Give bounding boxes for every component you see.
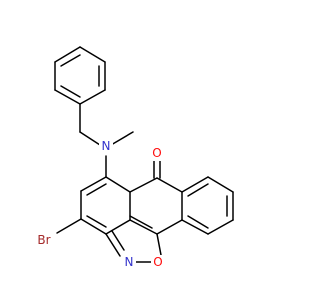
bond: [110, 131, 134, 146]
bond: [54, 89, 81, 105]
bond: [187, 215, 209, 229]
bond: [156, 219, 183, 235]
bond: [105, 219, 131, 235]
bond: [129, 177, 158, 193]
bond: [86, 215, 107, 228]
atom-br: Br: [37, 233, 50, 247]
bond: [80, 218, 107, 235]
bond: [187, 183, 209, 197]
molecule-diagram: N O Br N O: [32, 46, 234, 270]
bond: [105, 233, 121, 257]
bond: [105, 176, 131, 193]
bond: [181, 219, 209, 235]
bond: [129, 215, 153, 229]
bond: [86, 183, 107, 196]
bond: [181, 176, 209, 193]
bonds-layer: [54, 46, 234, 263]
bond: [207, 219, 234, 235]
atoms-layer: N O Br N O: [32, 138, 165, 270]
bond: [207, 176, 234, 193]
bond: [79, 131, 101, 146]
bond: [156, 177, 183, 193]
atom-n-isoxazole: N: [125, 255, 134, 269]
bond: [54, 46, 81, 63]
bond: [156, 233, 162, 256]
atom-n-amine: N: [102, 139, 111, 153]
bond: [129, 219, 158, 235]
bond: [60, 54, 81, 67]
bond: [79, 46, 106, 63]
bond: [111, 230, 125, 251]
bond: [60, 85, 81, 98]
bond: [79, 89, 106, 105]
atom-o-ketone: O: [152, 146, 161, 160]
bond: [56, 218, 82, 234]
atom-o-isoxazole: O: [153, 255, 162, 269]
structure-svg: N O Br N O: [32, 46, 234, 270]
bond: [80, 176, 107, 192]
